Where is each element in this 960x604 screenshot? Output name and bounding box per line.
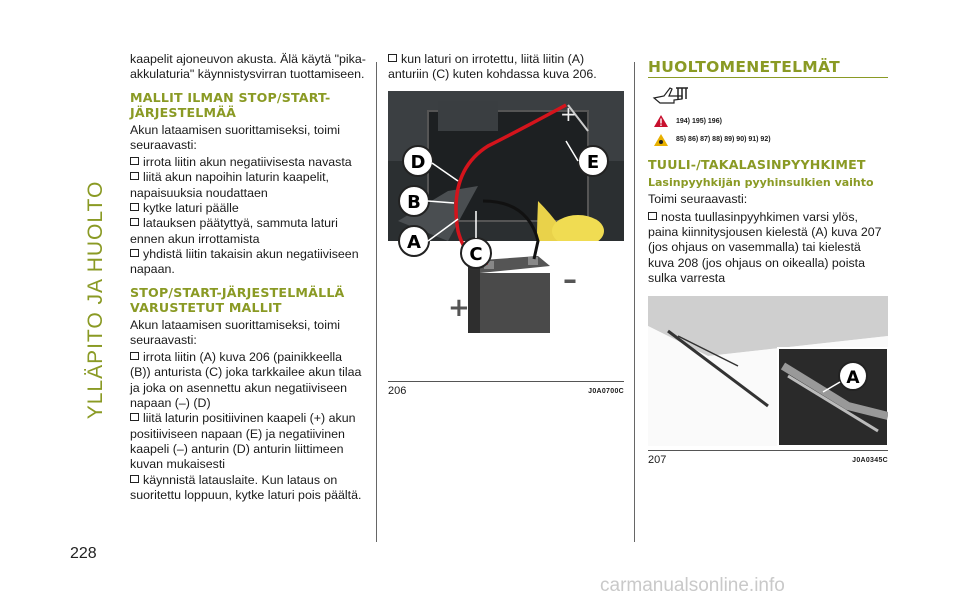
list-item: kytke laturi päälle [130, 201, 366, 216]
list-item: liitä akun napoihin laturin kaapelit, na… [130, 170, 329, 200]
chapter-title: YLLÄPITO JA HUOLTO [84, 180, 107, 420]
list-item: liitä laturin positiivinen kaapeli (+) a… [130, 411, 356, 472]
figure-206-battery: + + – D B A C E [388, 90, 624, 377]
column-divider [376, 62, 377, 542]
note-references: 85) 86) 87) 88) 89) 90) 91) 92) [654, 132, 888, 147]
paragraph-stop-start: Akun lataamisen suorittamiseksi, toimi s… [130, 317, 341, 347]
checkbox-icon [130, 352, 139, 361]
list-item: kun laturi on irrotettu, liitä liitin (A… [388, 52, 597, 82]
figure-code: J0A0700C [588, 387, 624, 395]
heading-stop-start: STOP/START-JÄRJESTELMÄLLÄ VARUSTETUT MAL… [130, 284, 345, 315]
checkbox-icon [130, 474, 139, 483]
figure-caption-207: 207 J0A0345C [648, 450, 888, 468]
column-left: kaapelit ajoneuvon akusta. Älä käytä "pi… [130, 52, 366, 503]
svg-text:B: B [407, 192, 421, 213]
heading-no-stop-start: MALLIT ILMAN STOP/START-JÄRJESTELMÄÄ [130, 89, 331, 120]
paragraph-no-stop-start: Akun lataamisen suorittamiseksi, toimi s… [130, 122, 341, 152]
wiper-illustration: A [648, 296, 888, 447]
checkbox-icon [130, 157, 139, 166]
callout-e: E [577, 144, 609, 177]
intro-text: kaapelit ajoneuvon akusta. Älä käytä "pi… [130, 52, 366, 82]
column-divider [634, 62, 635, 542]
list-item: latauksen päätyttyä, sammuta laturi enne… [130, 216, 338, 246]
figure-code: J0A0345C [852, 457, 888, 465]
plus-sign: + [448, 293, 470, 323]
list-item: irrota liitin akun negatiivisesta navast… [130, 155, 366, 170]
battery-illustration: + + – D B A C E [388, 90, 624, 377]
checkbox-icon [130, 203, 139, 212]
checkbox-icon [388, 54, 397, 62]
note-triangle-icon [654, 133, 668, 146]
callout-a: A [838, 361, 868, 392]
callout-a: A [398, 224, 430, 257]
svg-text:D: D [411, 152, 426, 173]
list-item: yhdistä liitin takaisin akun negatiivise… [130, 246, 359, 277]
callout-d: D [402, 144, 434, 177]
watermark: carmanualsonline.info [600, 575, 785, 596]
service-hand-icon [652, 84, 888, 110]
paragraph-wipers: Toimi seuraavasti: [648, 192, 748, 207]
figure-number: 206 [388, 384, 407, 397]
checkbox-icon [130, 413, 139, 422]
column-right: HUOLTOMENETELMÄT 194) 195) 196) 85) 86) … [648, 52, 888, 469]
list-item: nosta tuullasinpyyhkimen varsi ylös, pai… [648, 209, 882, 285]
minus-sign: – [563, 263, 577, 296]
list-item: käynnistä latauslaite. Kun lataus on suo… [130, 472, 362, 502]
checkbox-icon [130, 248, 139, 257]
svg-text:C: C [469, 244, 482, 265]
svg-text:A: A [407, 232, 421, 253]
figure-number: 207 [648, 454, 667, 467]
callout-c: C [460, 236, 492, 269]
svg-text:E: E [587, 152, 599, 173]
callout-b: B [398, 184, 430, 217]
checkbox-icon [130, 172, 139, 181]
subheading-wiper-blades: Lasinpyyhkijän pyyhinsulkien vaihto [648, 176, 874, 190]
figure-caption-206: 206 J0A0700C [388, 380, 624, 399]
column-middle: kun laturi on irrotettu, liitä liitin (A… [388, 52, 624, 399]
warning-triangle-icon [654, 115, 668, 128]
page-number: 228 [70, 545, 97, 562]
heading-wipers: TUULI-/TAKALASINPYYHKIMET [648, 157, 866, 173]
plus-top-label: + [560, 102, 577, 126]
figure-207-wiper: A [648, 296, 888, 447]
checkbox-icon [130, 218, 139, 227]
warning-references: 194) 195) 196) [654, 114, 888, 129]
list-item: irrota liitin (A) kuva 206 (painikkeella… [130, 350, 362, 411]
svg-text:A: A [846, 368, 860, 388]
checkbox-icon [648, 211, 657, 220]
section-title: HUOLTOMENETELMÄT [648, 59, 888, 79]
